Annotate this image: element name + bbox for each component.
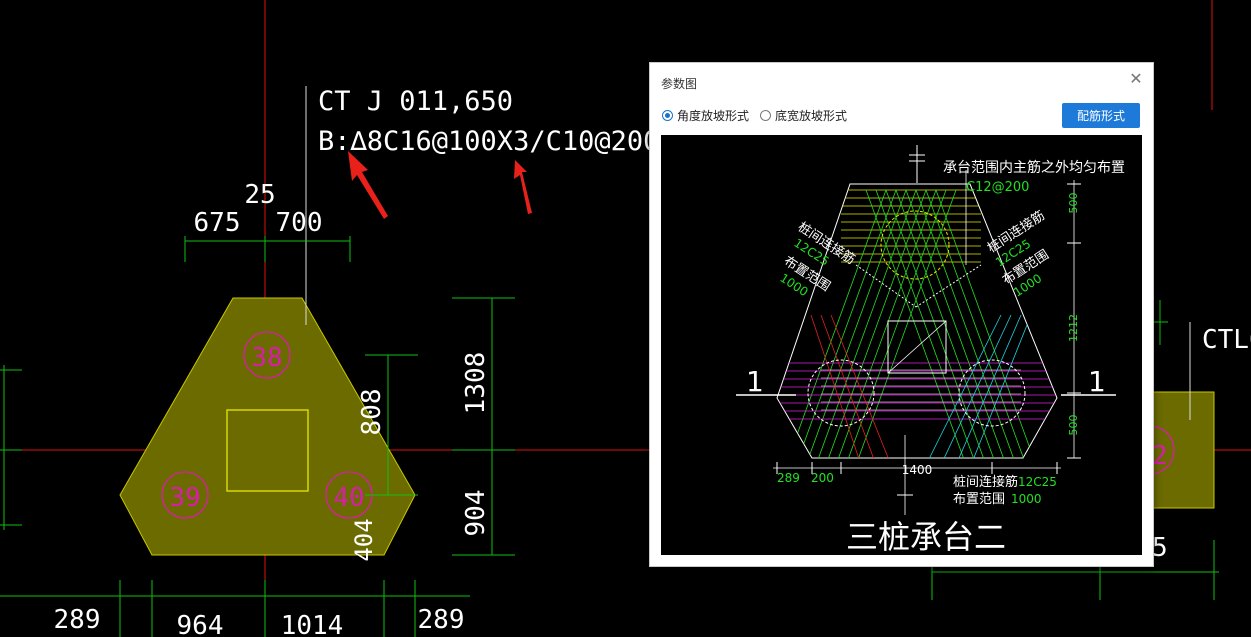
pile-label: 39 (169, 483, 200, 513)
dim-text: 25 (244, 180, 275, 210)
dialog-title: 参数图 (661, 77, 698, 91)
parameter-dialog[interactable]: 参数图 ✕ 角度放坡形式 底宽放坡形式 配筋形式 (649, 62, 1154, 567)
preview-drawing: 承台范围内主筋之外均匀布置 C12@200 桩间连接筋 12C25 布置范围 1… (736, 145, 1125, 555)
dim-text: 289 (54, 605, 101, 635)
preview-dim-text: 1212 (1067, 314, 1080, 342)
preview-column (887, 320, 947, 374)
preview-dim-text: 289 (777, 471, 800, 485)
preview-rebar-top: C12@200 (966, 180, 1029, 195)
radio-angle-slope[interactable]: 角度放坡形式 (662, 107, 749, 124)
preview-note-top: 承台范围内主筋之外均匀布置 (943, 159, 1125, 176)
pile-cap-partial[interactable] (1151, 391, 1215, 509)
parameter-preview: 承台范围内主筋之外均匀布置 C12@200 桩间连接筋 12C25 布置范围 1… (661, 135, 1142, 555)
dim-text: 675 (194, 208, 241, 238)
arrow-icon (348, 151, 388, 219)
radio-width-slope[interactable]: 底宽放坡形式 (760, 107, 847, 124)
preview-bottom-tie-value: 12C25 (1018, 475, 1057, 489)
preview-dim-text: 500 (1067, 415, 1080, 436)
preview-dim-text: 1400 (902, 463, 933, 477)
preview-title: 三桩承台二 (846, 518, 1006, 555)
preview-bottom-tie-label: 桩间连接筋 (953, 474, 1018, 490)
radio-label: 底宽放坡形式 (775, 109, 848, 123)
preview-bottom-range-value: 1000 (1011, 492, 1042, 506)
dim-text: 289 (418, 605, 465, 635)
preview-pile-circle (880, 210, 950, 280)
pile-label: 2 (1152, 441, 1168, 471)
preview-section-mark: 1 (746, 365, 764, 398)
dim-text: 5 (1152, 533, 1168, 563)
preview-dim-text: 500 (1067, 193, 1080, 214)
preview-section-mark: 1 (1088, 365, 1106, 398)
dim-text: 808 (357, 389, 387, 436)
dim-text: 904 (461, 490, 491, 537)
pile-cap[interactable] (119, 297, 416, 556)
radio-selected-icon[interactable] (662, 110, 673, 121)
pile-circle-39[interactable] (161, 471, 209, 519)
dim-text: 1014 (281, 611, 344, 637)
preview-rebar-hatch (777, 189, 1057, 458)
preview-pile-circle (807, 359, 875, 427)
preview-pile-circle (958, 359, 1026, 427)
radio-label: 角度放坡形式 (677, 109, 750, 123)
arrow-icon (514, 160, 532, 214)
radio-unselected-icon[interactable] (760, 110, 771, 121)
dim-text: 964 (177, 611, 224, 637)
dim-text: 404 (350, 518, 378, 561)
preview-tie-line (915, 264, 982, 308)
preview-cap-outline (776, 183, 1058, 459)
pile-label: 40 (333, 483, 364, 513)
dim-text: 1308 (461, 352, 491, 415)
preview-dim-text: 200 (811, 471, 834, 485)
column-outline (226, 409, 309, 492)
cap-title-text: CTL0 (1202, 325, 1251, 355)
rebar-config-button[interactable]: 配筋形式 (1062, 103, 1140, 128)
preview-column-hatch (887, 320, 947, 374)
cap-title-text: CT J 011,650 (318, 86, 513, 117)
pile-label: 38 (251, 343, 282, 373)
preview-bottom-range-label: 布置范围 (953, 492, 1005, 507)
close-icon[interactable]: ✕ (1129, 69, 1143, 88)
pile-circle-38[interactable] (243, 331, 291, 379)
cap-rebar-text: B:∆8C16@100X3/C10@200 (318, 126, 659, 157)
preview-tie-line (855, 264, 917, 308)
dim-text: 700 (276, 208, 323, 238)
